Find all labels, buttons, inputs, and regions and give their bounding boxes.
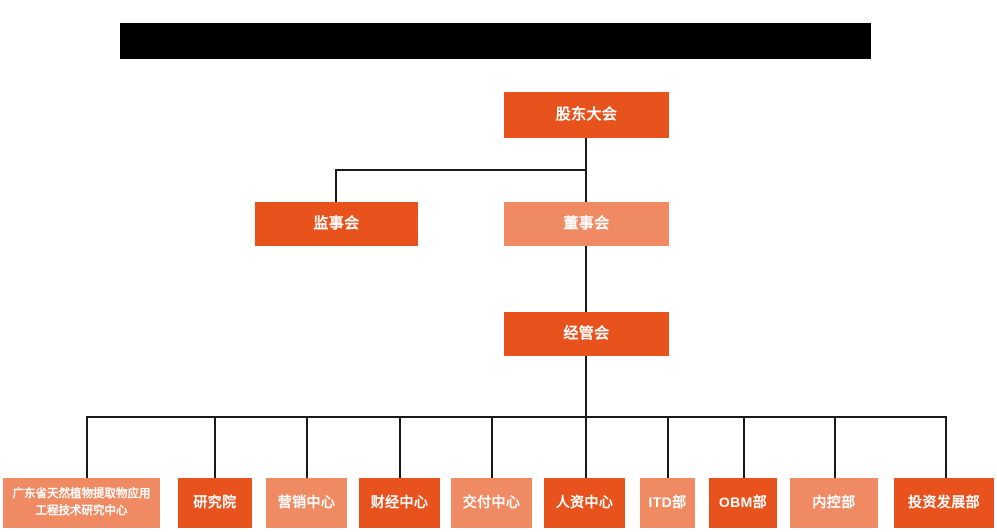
node-label: 董事会	[563, 214, 610, 232]
node-dept-itd[interactable]: ITD部	[640, 478, 695, 528]
connector-tier2-bus	[335, 169, 587, 171]
node-dept-marketing-center[interactable]: 营销中心	[266, 478, 347, 528]
connector-management-down	[585, 356, 587, 418]
connector-drop-9	[834, 416, 836, 478]
node-dept-obm[interactable]: OBM部	[709, 478, 777, 528]
connector-drop-6	[585, 416, 587, 478]
node-board-of-supervisors[interactable]: 监事会	[255, 202, 418, 246]
node-board-of-directors[interactable]: 董事会	[504, 202, 669, 246]
node-label: 人资中心	[555, 494, 614, 511]
connector-drop-4	[399, 416, 401, 478]
connector-drop-1	[86, 416, 88, 478]
node-label: 广东省天然植物提取物应用工程技术研究中心	[12, 488, 151, 517]
node-shareholders-meeting[interactable]: 股东大会	[504, 92, 669, 138]
node-dept-hr-center[interactable]: 人资中心	[544, 478, 625, 528]
connector-drop-7	[667, 416, 669, 478]
connector-drop-3	[306, 416, 308, 478]
node-label: 监事会	[313, 214, 360, 232]
connector-to-directors	[585, 169, 587, 202]
node-label: ITD部	[648, 494, 687, 511]
connector-drop-2	[214, 416, 216, 478]
node-dept-gd-research-center[interactable]: 广东省天然植物提取物应用工程技术研究中心	[3, 478, 160, 528]
node-label: 营销中心	[277, 494, 336, 511]
node-label: 研究院	[193, 494, 237, 511]
node-label: 投资发展部	[908, 494, 980, 511]
node-dept-research-institute[interactable]: 研究院	[178, 478, 252, 528]
node-label: 经管会	[563, 324, 610, 342]
connector-directors-to-management	[585, 246, 587, 312]
node-dept-investment-development[interactable]: 投资发展部	[894, 478, 994, 528]
node-label: 交付中心	[462, 494, 521, 511]
node-label: 内控部	[812, 494, 856, 511]
node-dept-internal-control[interactable]: 内控部	[790, 478, 878, 528]
connector-drop-5	[491, 416, 493, 478]
node-label: 股东大会	[555, 105, 618, 123]
connector-drop-10	[945, 416, 947, 478]
redacted-title-bar	[120, 23, 871, 59]
connector-shareholders-down	[585, 138, 587, 171]
connector-drop-8	[743, 416, 745, 478]
connector-to-supervisors	[335, 169, 337, 202]
node-dept-finance-center[interactable]: 财经中心	[359, 478, 440, 528]
node-label: OBM部	[718, 494, 768, 511]
node-label: 财经中心	[370, 494, 429, 511]
connector-departments-bus	[86, 416, 946, 418]
node-dept-delivery-center[interactable]: 交付中心	[451, 478, 532, 528]
node-management-committee[interactable]: 经管会	[504, 312, 669, 356]
